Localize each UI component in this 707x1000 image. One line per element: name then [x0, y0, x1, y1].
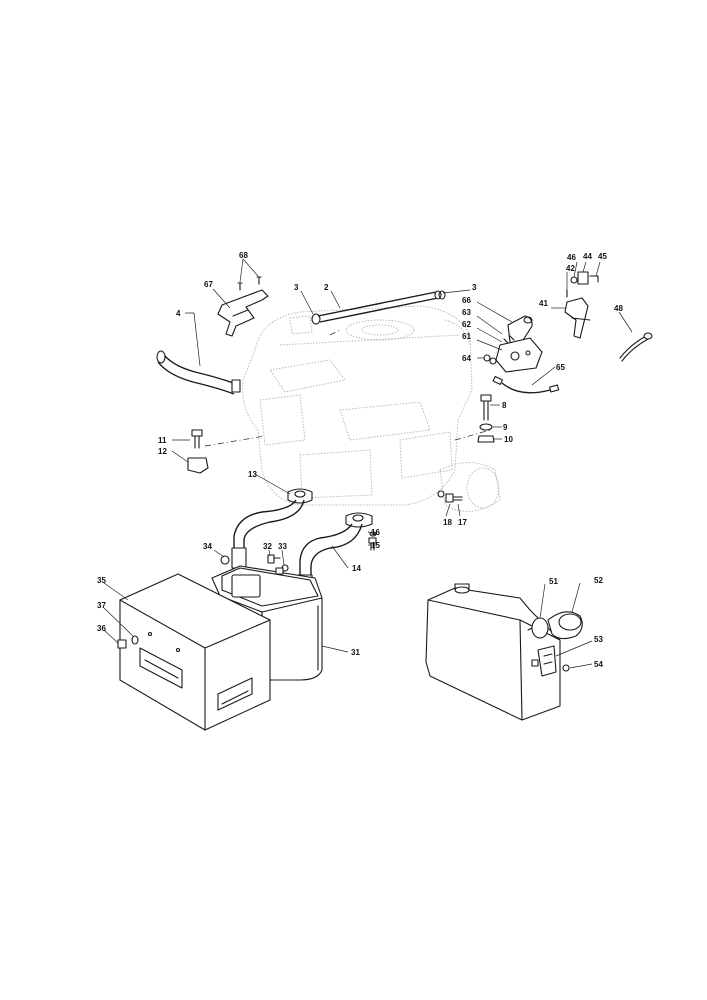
callout-61: 61: [462, 332, 471, 341]
callout-35: 35: [97, 576, 106, 585]
callout-31: 31: [351, 648, 360, 657]
callout-17: 17: [458, 518, 467, 527]
part-3-clamps: [311, 290, 446, 325]
part-68-screws: [237, 276, 262, 291]
part-66-cap: [507, 315, 533, 346]
callout-46: 46: [567, 253, 576, 262]
callout-41: 41: [539, 299, 548, 308]
callout-18: 18: [443, 518, 452, 527]
callout-53: 53: [594, 635, 603, 644]
part-61-solenoid: [495, 335, 543, 373]
part-17-18-bolt-washer: [437, 490, 463, 503]
part-48-cable: [619, 332, 653, 362]
callout-64: 64: [462, 354, 471, 363]
callout-52: 52: [594, 576, 603, 585]
callout-66: 66: [462, 296, 471, 305]
assembly-lines: [204, 329, 491, 447]
part-41-throttle-lever: [564, 297, 591, 339]
part-4-hose: [156, 350, 241, 395]
callout-13: 13: [248, 470, 257, 479]
callout-67: 67: [204, 280, 213, 289]
part-2-hose: [317, 290, 442, 323]
callout-15: 15: [371, 541, 380, 550]
callout-3: 3: [294, 283, 299, 292]
part-10-nut: [477, 435, 495, 443]
part-52-fuel-cap: [547, 611, 583, 640]
callout-68: 68: [239, 251, 248, 260]
callout-51: 51: [549, 577, 558, 586]
part-67-bracket: [217, 289, 269, 337]
callout-10: 10: [504, 435, 513, 444]
part-12-nut: [187, 457, 209, 474]
callout-16: 16: [371, 528, 380, 537]
leader-lines: [103, 258, 633, 669]
callout-45: 45: [598, 252, 607, 261]
part-32-33-34-fasteners: [220, 554, 289, 575]
part-54-screw: [562, 664, 570, 672]
callout-62: 62: [462, 320, 471, 329]
callout-9: 9: [503, 423, 508, 432]
part-53-strap: [531, 645, 557, 677]
callout-65: 65: [556, 363, 565, 372]
part-8-bolt: [480, 394, 492, 421]
callout-labels: 68 67 4 3 2 3 46 44 45 42 66 41 48 63 62…: [97, 251, 623, 669]
callout-11: 11: [158, 436, 167, 445]
part-44-45-46-fasteners: [566, 271, 599, 298]
part-9-washer: [479, 423, 493, 431]
callout-3: 3: [472, 283, 477, 292]
callout-34: 34: [203, 542, 212, 551]
callout-4: 4: [176, 309, 181, 318]
callout-33: 33: [278, 542, 287, 551]
callout-32: 32: [263, 542, 272, 551]
callout-12: 12: [158, 447, 167, 456]
callout-14: 14: [352, 564, 361, 573]
callout-2: 2: [324, 283, 329, 292]
callout-54: 54: [594, 660, 603, 669]
part-11-bolt: [191, 429, 203, 449]
part-36-37-bolt-washer: [117, 635, 139, 649]
part-13-exhaust-pipe: [231, 488, 313, 569]
callout-48: 48: [614, 304, 623, 313]
engine-outline: [242, 305, 501, 512]
callout-36: 36: [97, 624, 106, 633]
callout-42: 42: [566, 264, 575, 273]
part-65-cable: [492, 375, 560, 394]
callout-44: 44: [583, 252, 592, 261]
part-35-heat-guard: [119, 573, 271, 731]
part-64-nuts: [483, 354, 497, 365]
callout-63: 63: [462, 308, 471, 317]
callout-37: 37: [97, 601, 106, 610]
part-51-filler-neck: [527, 617, 549, 639]
callout-8: 8: [502, 401, 507, 410]
